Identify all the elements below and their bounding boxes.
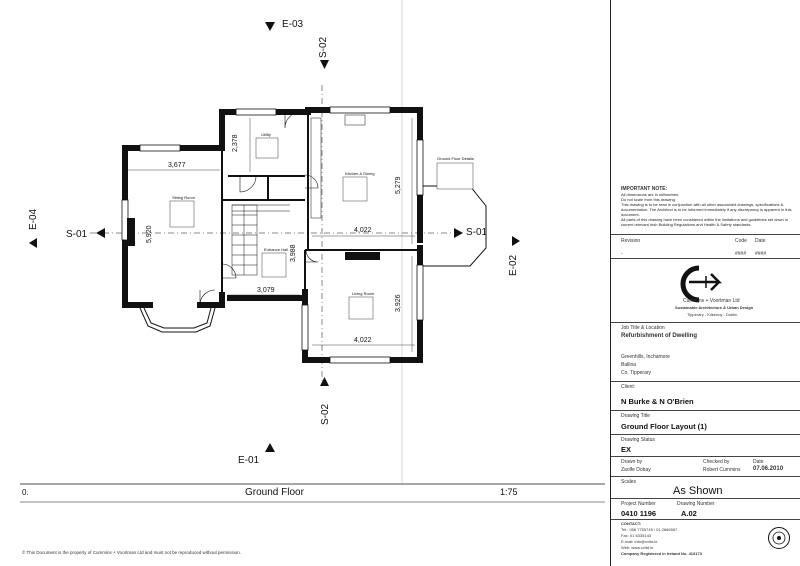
room-label-kitchen: Kitchen & Dining bbox=[345, 171, 375, 176]
drawing-number: A.02 bbox=[681, 509, 697, 518]
section-label-e03: E-03 bbox=[282, 19, 304, 30]
section-marker-triangles bbox=[29, 22, 520, 452]
staircase bbox=[231, 204, 290, 276]
dim-hall-depth: 3,988 bbox=[290, 244, 297, 262]
e03-triangle-icon bbox=[265, 22, 275, 31]
drawing-number-label: Drawing Number bbox=[677, 501, 715, 507]
important-notes: All dimensions are in millimetres. Do no… bbox=[621, 192, 792, 227]
notes-heading: IMPORTANT NOTE: bbox=[621, 186, 668, 192]
client-name: N Burke & N O'Brien bbox=[621, 397, 694, 406]
dim-kitchen-width: 4,022 bbox=[354, 227, 372, 234]
contact-email: E-mail: info@cvltd.ie bbox=[621, 539, 658, 544]
company-locations: Tipperary - Kilkenny - Dublin bbox=[687, 312, 738, 317]
contact-tel: Tel.: 056 7755745 / 01 2666567 bbox=[621, 527, 678, 532]
section-label-e02: E-02 bbox=[508, 254, 519, 276]
drawing-title-label: Drawing Title bbox=[621, 413, 650, 419]
floor-plan-drawing bbox=[20, 0, 605, 503]
project-number-label: Project Number bbox=[621, 501, 656, 507]
client-label: Client: bbox=[621, 384, 636, 390]
e02-triangle-icon bbox=[512, 236, 520, 246]
dim-utility-depth: 2,378 bbox=[232, 134, 239, 152]
internal-walls bbox=[221, 112, 420, 298]
drawn-by: Zaolfe Dobay bbox=[621, 467, 651, 473]
checked-by-label: Checked by bbox=[703, 459, 730, 465]
revision-label: Revision bbox=[621, 238, 641, 244]
scales-value: As Shown bbox=[673, 485, 723, 497]
drawing-scale: 1:75 bbox=[500, 487, 518, 497]
drawing-title: Ground Floor Layout (1) bbox=[621, 422, 707, 431]
contact-fax: Fax: 01 6335143 bbox=[621, 533, 652, 538]
windows bbox=[121, 106, 424, 364]
dimension-lines bbox=[128, 118, 415, 352]
dim-sitting-depth: 5,920 bbox=[146, 225, 153, 243]
company-logo-icon bbox=[680, 265, 723, 303]
date-label: Date bbox=[753, 459, 764, 465]
scale-start: 0. bbox=[22, 488, 29, 497]
copyright-note: © This Document is the property of Cummi… bbox=[22, 550, 241, 555]
s01-left-triangle-icon bbox=[96, 228, 105, 238]
room-label-sitting: Sitting Room bbox=[172, 195, 195, 200]
room-label-utility: Utility bbox=[261, 132, 271, 137]
address-line-1: Greenhills, Inchamore bbox=[621, 354, 670, 360]
job-label: Job Title & Location bbox=[621, 325, 665, 331]
date-column-label: Date bbox=[755, 238, 766, 244]
drawing-status: EX bbox=[621, 445, 632, 454]
drawn-by-label: Drawn by bbox=[621, 459, 643, 465]
address-line-2: Ballina bbox=[621, 362, 637, 368]
checked-by: Robert Cummins bbox=[703, 467, 741, 473]
section-label-s01-left: S-01 bbox=[66, 229, 88, 240]
s01-right-triangle-icon bbox=[454, 228, 463, 238]
room-label-entrance: Entrance Hall bbox=[264, 247, 289, 252]
scales-label: Scales bbox=[621, 479, 637, 485]
section-label-s01-right: S-01 bbox=[466, 227, 488, 238]
company-tagline: Sustainable Architecture & Urban Design bbox=[675, 305, 754, 310]
address-line-3: Co. Tipperary bbox=[621, 370, 652, 376]
section-label-s02-bottom: S-02 bbox=[320, 403, 331, 425]
status-label: Drawing Status bbox=[621, 437, 655, 443]
drawing-date: 07.06.2010 bbox=[753, 466, 784, 472]
room-info-tables bbox=[169, 137, 474, 320]
section-label-s02-top: S-02 bbox=[318, 36, 329, 58]
side-bay bbox=[420, 185, 487, 267]
job-title: Refurbishment of Dwelling bbox=[621, 333, 698, 339]
contact-label: CONTACT: bbox=[621, 521, 642, 526]
s02-bottom-triangle-icon bbox=[320, 377, 329, 386]
kitchen-units bbox=[310, 114, 366, 219]
section-label-e01: E-01 bbox=[238, 455, 260, 466]
view-title: Ground Floor bbox=[245, 487, 304, 498]
dim-living-width: 4,022 bbox=[354, 337, 372, 344]
professional-seal-icon bbox=[768, 527, 790, 549]
dim-hall-width: 3,079 bbox=[257, 287, 275, 294]
code-value: #### bbox=[735, 251, 747, 257]
contact-web: Web: www.cvltd.ie bbox=[621, 545, 654, 550]
chimney-blocks bbox=[127, 218, 380, 260]
section-label-e04: E-04 bbox=[28, 208, 39, 230]
bay-window bbox=[139, 307, 216, 333]
dim-kitchen-depth: 5,279 bbox=[395, 176, 402, 194]
door-swings bbox=[199, 111, 319, 306]
company-registration: Company Registered in Ireland No. 413173 bbox=[621, 551, 702, 556]
revision-value: - bbox=[621, 251, 623, 257]
e04-triangle-icon bbox=[29, 238, 37, 248]
title-block: IMPORTANT NOTE: All dimensions are in mi… bbox=[610, 0, 800, 566]
room-label-details: Ground Floor Details bbox=[437, 156, 474, 161]
date-value: #### bbox=[755, 251, 767, 257]
e01-triangle-icon bbox=[265, 443, 275, 452]
room-label-living: Living Room bbox=[352, 291, 375, 296]
company-name: Cummins + Voortman Ltd bbox=[683, 298, 740, 304]
s02-top-triangle-icon bbox=[320, 60, 329, 69]
project-number: 0410 1196 bbox=[621, 509, 657, 518]
code-label: Code bbox=[735, 238, 747, 244]
dim-sitting-width: 3,677 bbox=[168, 162, 186, 169]
dim-living-depth: 3,926 bbox=[395, 294, 402, 312]
